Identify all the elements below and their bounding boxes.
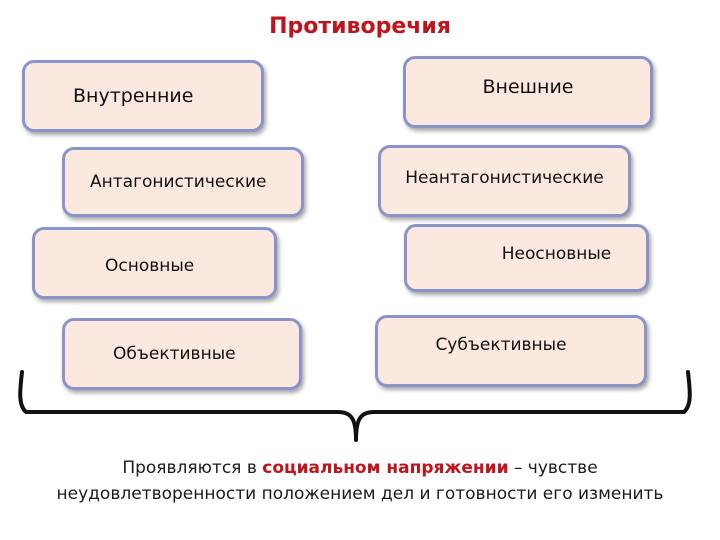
- caption-prefix: Проявляются в: [122, 458, 263, 478]
- box-internal-label: Внутренние: [73, 85, 194, 107]
- box-subjective: Субъективные: [375, 315, 647, 387]
- diagram-title: Противоречия: [269, 14, 451, 39]
- caption: Проявляются в социальном напряжении – чу…: [40, 455, 680, 507]
- box-non-basic-label: Неосновные: [501, 244, 612, 264]
- box-basic: Основные: [32, 227, 277, 299]
- box-antagonistic-label: Антагонистические: [90, 172, 267, 192]
- box-external: Внешние: [403, 56, 653, 128]
- box-antagonistic: Антагонистические: [62, 147, 304, 217]
- box-objective: Объективные: [62, 318, 302, 390]
- box-non-antagonistic-label: Неантагонистические: [405, 168, 604, 188]
- box-internal: Внутренние: [22, 60, 264, 132]
- box-non-antagonistic: Неантагонистические: [378, 145, 631, 217]
- box-basic-label: Основные: [105, 256, 195, 276]
- caption-highlight: социальном напряжении: [262, 458, 509, 478]
- box-external-label: Внешние: [482, 76, 574, 98]
- curly-brace-path: [18, 370, 692, 442]
- box-non-basic: Неосновные: [404, 224, 649, 292]
- caption-suffix: – чувстве неудовлетворенности положением…: [56, 458, 664, 504]
- box-objective-label: Объективные: [113, 344, 236, 364]
- box-subjective-label: Субъективные: [435, 335, 567, 355]
